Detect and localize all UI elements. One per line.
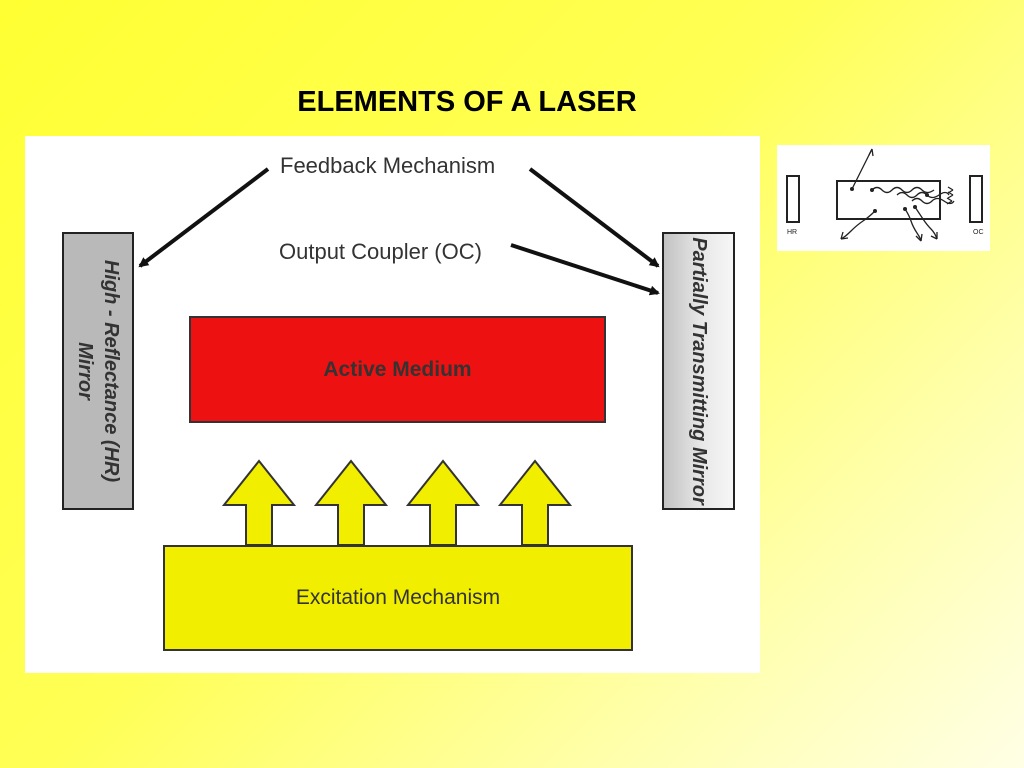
pump-arrows [221, 459, 573, 546]
slide-title: ELEMENTS OF A LASER [297, 86, 637, 118]
inset-schematic [786, 148, 983, 242]
diagram-arrows-layer [138, 167, 660, 546]
feedback-arrow-left [138, 167, 270, 268]
inset-active-medium [836, 180, 941, 220]
inset-atoms [850, 187, 929, 213]
inset-hr-mirror [786, 175, 800, 223]
excitation-mechanism-box: Excitation Mechanism [163, 545, 633, 651]
pump-arrow-3 [405, 459, 481, 546]
active-medium-label: Active Medium [323, 357, 472, 381]
laser-schematic-inset: HR OC [777, 145, 990, 251]
inset-hr-label: HR [787, 229, 798, 236]
inset-photon-paths [840, 148, 955, 242]
hr-mirror-label: High - Reflectance (HR) Mirror [74, 259, 122, 483]
output-coupler-arrow [510, 243, 660, 296]
output-coupler-label: Output Coupler (OC) [279, 239, 482, 264]
pump-arrow-4 [497, 459, 573, 546]
partial-mirror-label: Partially Transmitting Mirror [687, 237, 710, 505]
feedback-arrow-right [528, 167, 660, 268]
pump-arrow-1 [221, 459, 297, 546]
hr-mirror: High - Reflectance (HR) Mirror [62, 232, 134, 510]
inset-oc-label: OC [973, 229, 984, 236]
feedback-mechanism-label: Feedback Mechanism [280, 153, 496, 178]
partially-transmitting-mirror: Partially Transmitting Mirror [662, 232, 735, 510]
active-medium-box: Active Medium [189, 316, 606, 423]
laser-diagram: Feedback Mechanism Output Coupler (OC) H… [25, 136, 760, 673]
pump-arrow-2 [313, 459, 389, 546]
excitation-mechanism-label: Excitation Mechanism [295, 586, 501, 609]
inset-oc-mirror [969, 175, 983, 223]
